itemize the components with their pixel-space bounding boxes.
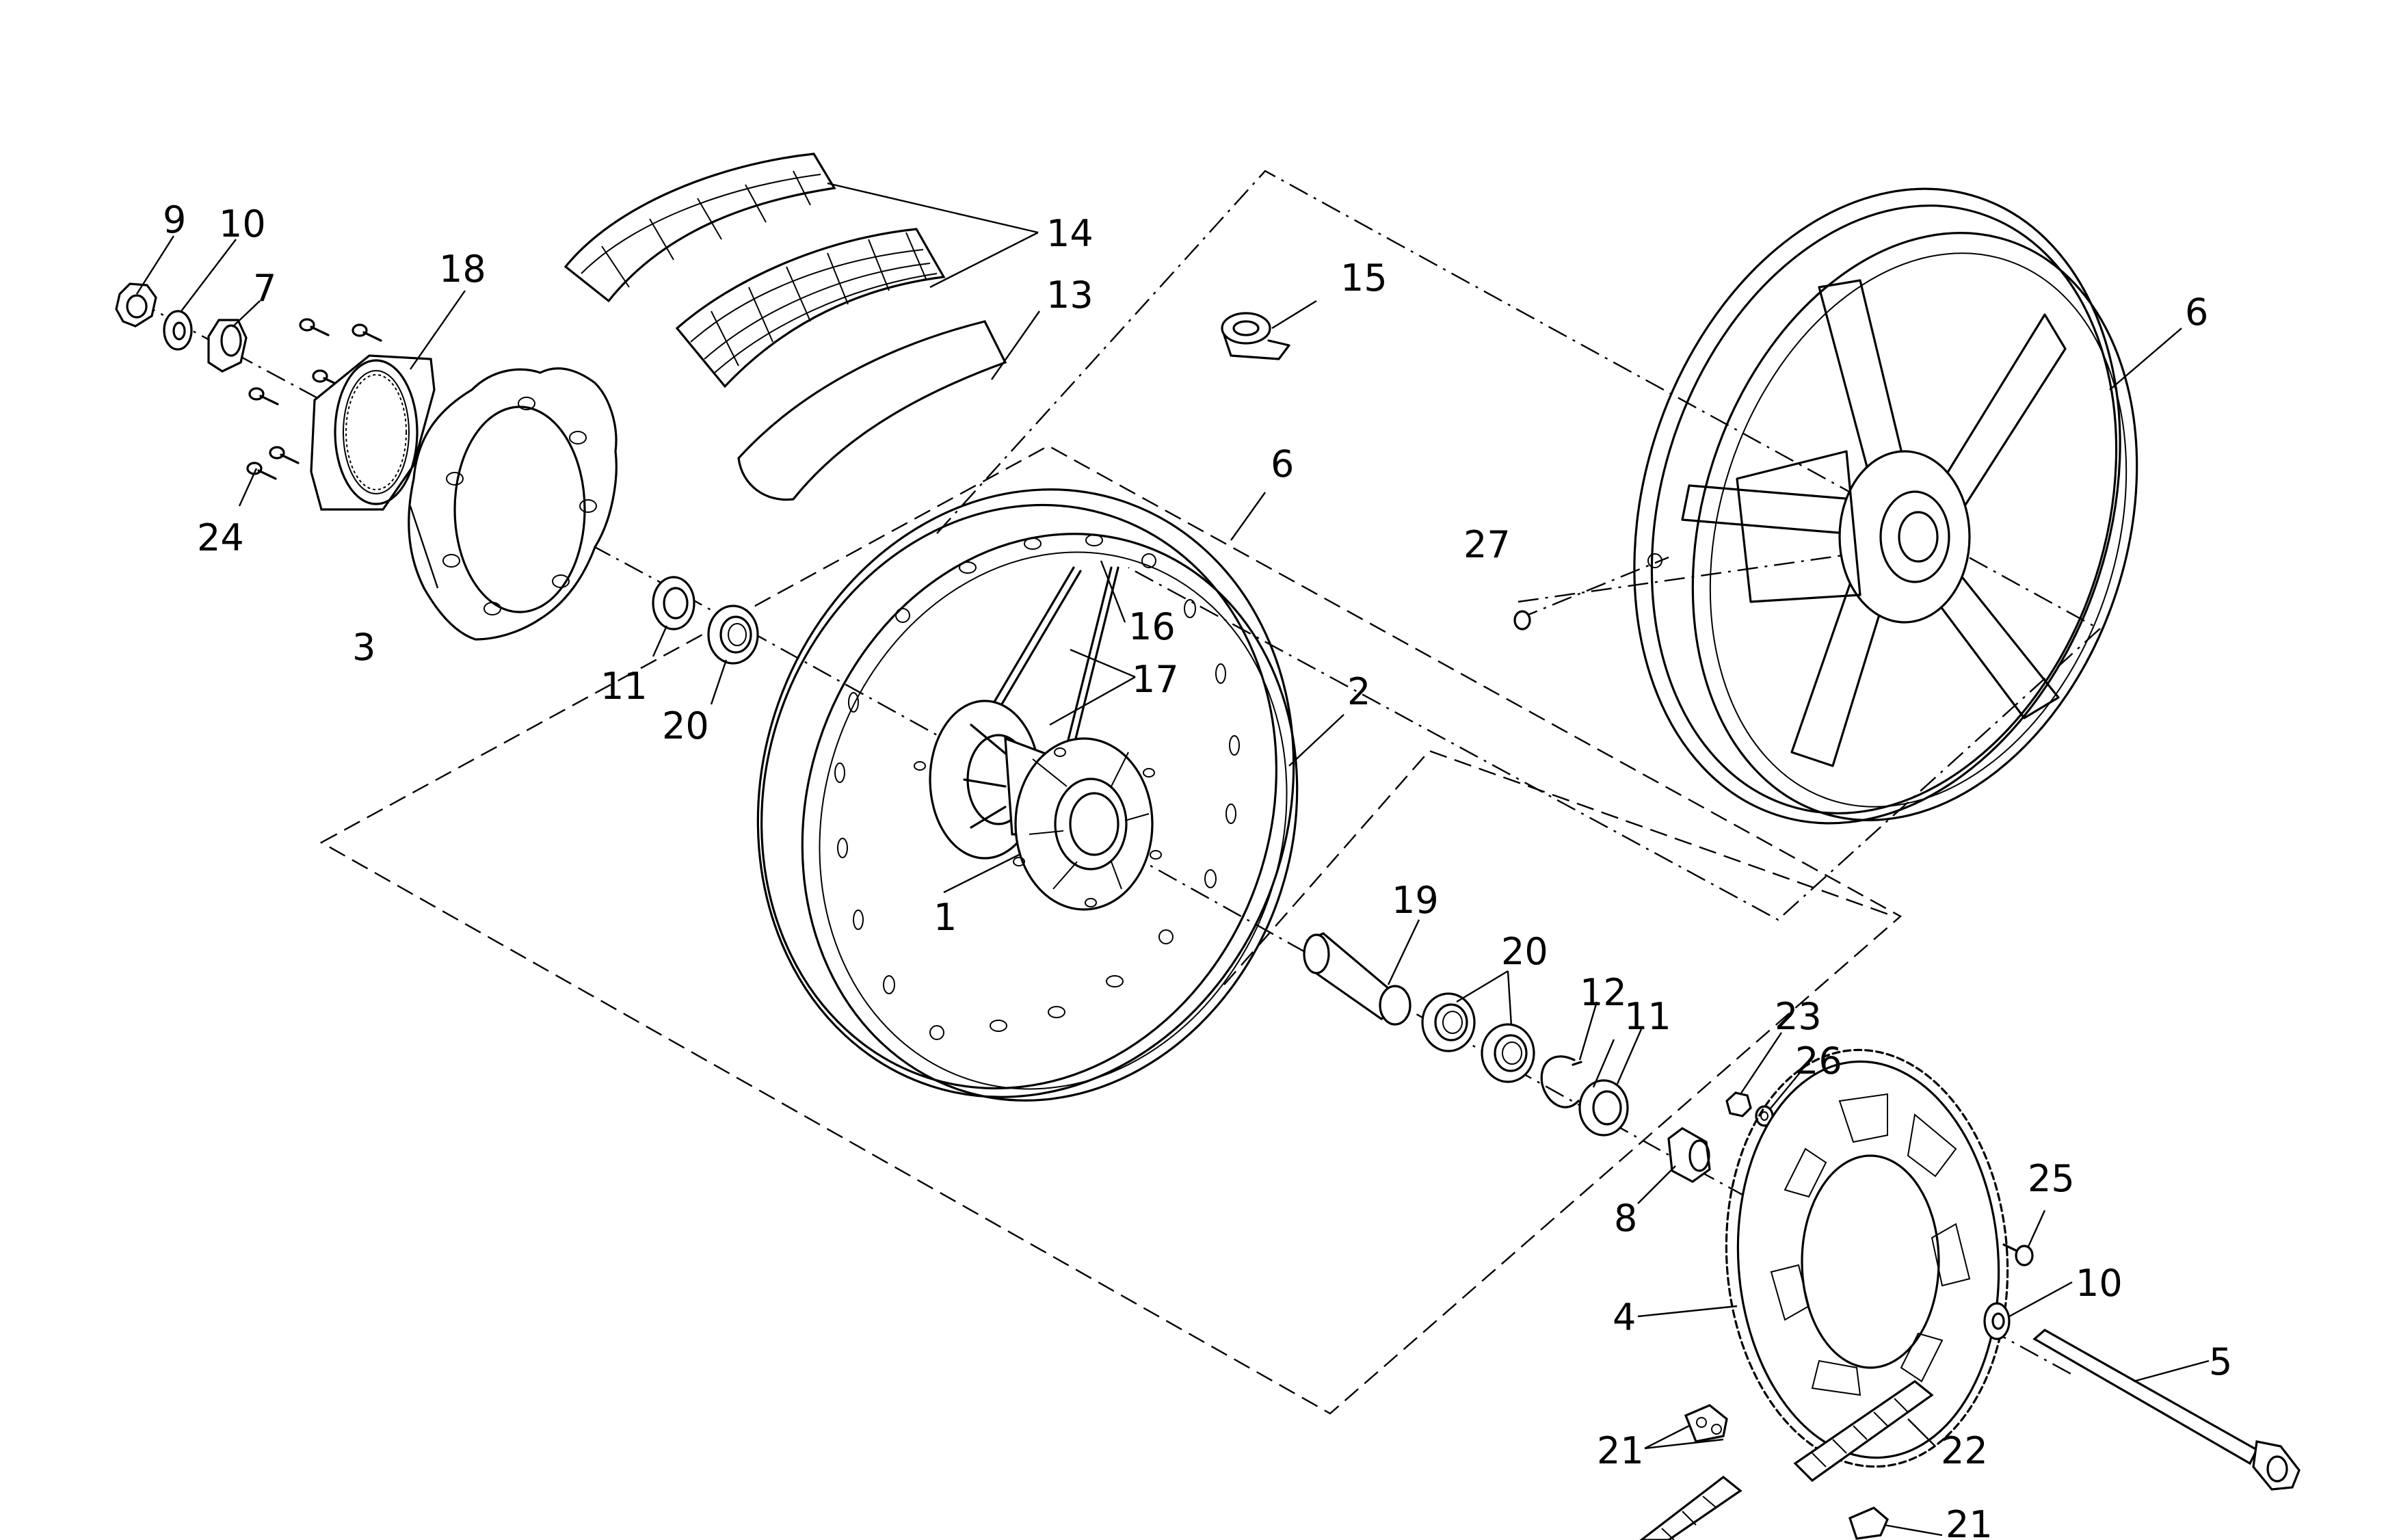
- callout-5: 5: [2209, 1340, 2232, 1383]
- chain-link-21-icon: [1684, 1404, 1728, 1443]
- callout-17: 17: [1132, 658, 1179, 701]
- spoked-wheel-assembly-boundary: [319, 444, 1903, 1415]
- bolt-icon: [269, 446, 300, 464]
- callout-10-left: 10: [219, 202, 266, 245]
- callout-21-bottom: 21: [1946, 1503, 1993, 1540]
- seal-11-right-icon: [1578, 1079, 1629, 1137]
- callout-4: 4: [1613, 1296, 1636, 1339]
- callout-11-left: 11: [600, 665, 648, 708]
- callout-9: 9: [163, 198, 186, 241]
- rim-band-15-icon: [1221, 312, 1290, 360]
- valve-axis-line: [1517, 556, 1669, 620]
- bearing-spacer-19-icon: [1303, 932, 1411, 1026]
- hub-assembly-boundary: [1223, 749, 1891, 985]
- washer-10-right-icon: [1983, 1302, 2011, 1340]
- callout-1: 1: [933, 896, 957, 939]
- spacer-8-icon: [1667, 1127, 1711, 1183]
- cast-wheel-6-icon: [1633, 187, 2138, 825]
- rim-holes: [834, 534, 1240, 1040]
- bearing-20-left-icon: [707, 605, 759, 665]
- callout-21-left: 21: [1597, 1429, 1644, 1472]
- sprocket-nut-23-icon: [1725, 1091, 1752, 1117]
- brake-disc-bolts-24-icon: [246, 318, 382, 480]
- chain-22-icon: [1639, 1380, 1934, 1540]
- inner-tube-13-icon: [737, 320, 1007, 501]
- tyre-14-icon: [564, 152, 836, 303]
- callout-23: 23: [1775, 995, 1822, 1038]
- callout-20-left: 20: [662, 704, 709, 747]
- seal-11-left-icon: [652, 576, 695, 630]
- cast-wheel-axis-line: [1517, 546, 1902, 603]
- bolt-icon: [248, 387, 279, 406]
- callout-10-right: 10: [2076, 1262, 2123, 1305]
- callout-18: 18: [439, 248, 486, 291]
- callout-27: 27: [1463, 523, 1511, 566]
- spokes-16-17-icon: [983, 566, 1119, 748]
- callout-16: 16: [1128, 605, 1176, 648]
- sprocket-4-icon: [1725, 1048, 2009, 1468]
- tyre-tread-14-icon: [675, 228, 946, 388]
- callout-15: 15: [1340, 256, 1388, 300]
- bolt-icon: [246, 462, 277, 480]
- abs-ring-18-icon: [310, 354, 436, 511]
- brake-disc-3-icon: [408, 367, 618, 641]
- spacer-7-icon: [207, 319, 248, 373]
- callout-2: 2: [1347, 670, 1370, 713]
- callout-11-right: 11: [1624, 995, 1671, 1038]
- axle-spindle-5-icon: [2032, 1329, 2301, 1491]
- callout-8: 8: [1614, 1197, 1637, 1240]
- bolt-icon: [299, 318, 330, 336]
- axle-nut-9-icon: [115, 282, 157, 328]
- callout-7: 7: [253, 267, 276, 310]
- cast-spokes: [1681, 279, 2067, 767]
- callout-12: 12: [1580, 971, 1627, 1014]
- callout-6-right: 6: [2185, 291, 2208, 334]
- callout-14: 14: [1046, 212, 1094, 255]
- circlip-12-icon: [1540, 1055, 1582, 1108]
- callout-13: 13: [1046, 274, 1094, 317]
- callout-24: 24: [197, 516, 244, 559]
- callout-25: 25: [2028, 1157, 2075, 1200]
- bolt-icon: [352, 323, 382, 342]
- washer-10-icon: [163, 310, 193, 351]
- callout-6-left: 6: [1271, 442, 1294, 486]
- cast-wheel-assembly-boundary: [936, 170, 2102, 921]
- callout-26: 26: [1795, 1039, 1842, 1083]
- callout-20-right: 20: [1501, 930, 1548, 973]
- callout-19: 19: [1392, 879, 1439, 922]
- sprocket-cutouts: [1770, 1093, 1971, 1396]
- callout-labels: 9 10 7 18 14 13 15 6 6 24 27 16 3 17 2 1…: [163, 198, 2232, 1540]
- sprocket-bolt-25-icon: [2002, 1243, 2034, 1266]
- bearing-20-right-a-icon: [1421, 992, 1476, 1052]
- spoked-rim-2-icon: [756, 488, 1299, 1102]
- callout-3: 3: [352, 626, 375, 669]
- bearing-20-right-b-icon: [1481, 1023, 1535, 1083]
- leader-lines: [135, 182, 2210, 1537]
- valve-27-icon: [1513, 610, 1531, 630]
- assembly-boundaries: [319, 170, 2102, 1415]
- hub-1-icon: [914, 700, 1162, 911]
- chain-link-21-bottom-icon: [1848, 1506, 1889, 1540]
- callout-22: 22: [1941, 1429, 1988, 1472]
